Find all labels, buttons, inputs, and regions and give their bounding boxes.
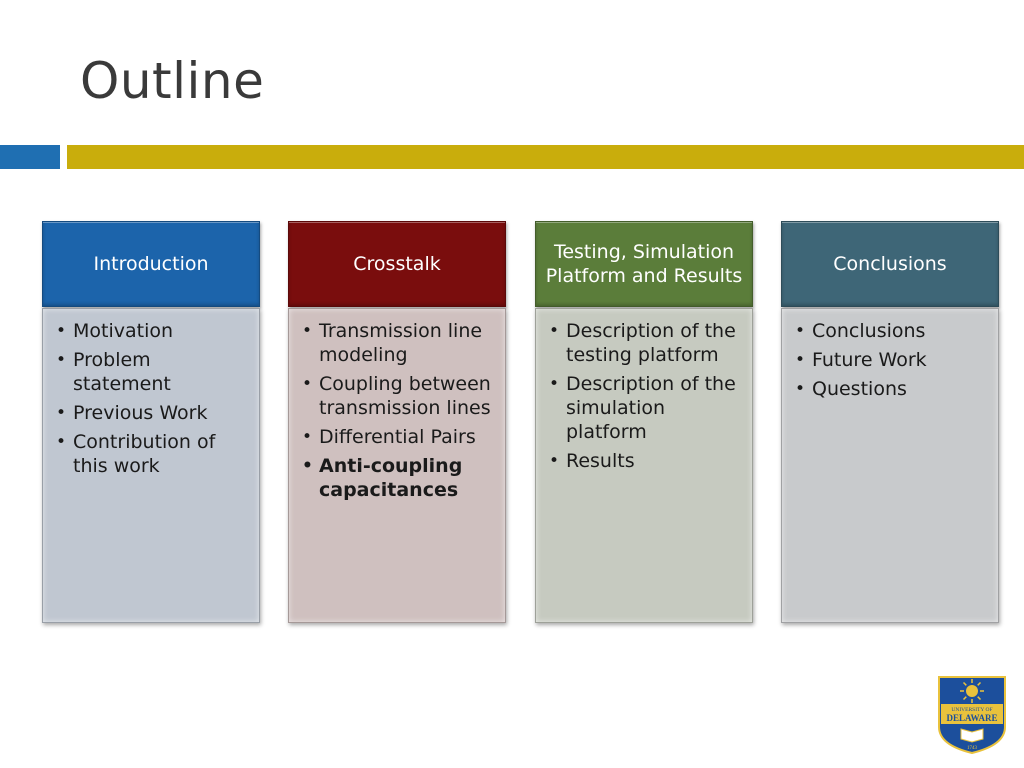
- column-heading-crosstalk: Crosstalk: [288, 221, 506, 307]
- list-item: Problem statement: [55, 348, 249, 396]
- list-item: Conclusions: [794, 319, 988, 343]
- accent-bar-blue: [0, 145, 60, 169]
- column-body-introduction: Motivation Problem statement Previous Wo…: [42, 308, 260, 623]
- column-introduction: Introduction Motivation Problem statemen…: [42, 221, 260, 623]
- list-item: Questions: [794, 377, 988, 401]
- column-crosstalk: Crosstalk Transmission line modeling Cou…: [288, 221, 506, 623]
- list-item: Differential Pairs: [301, 425, 495, 449]
- column-body-conclusions: Conclusions Future Work Questions: [781, 308, 999, 623]
- list-item: Transmission line modeling: [301, 319, 495, 367]
- list-item-highlighted: Anti-coupling capacitances: [301, 454, 495, 502]
- list-item: Coupling between transmission lines: [301, 372, 495, 420]
- column-heading-testing-simulation: Testing, Simulation Platform and Results: [535, 221, 753, 307]
- logo-text-university: UNIVERSITY OF: [951, 707, 992, 713]
- column-heading-conclusions: Conclusions: [781, 221, 999, 307]
- column-conclusions: Conclusions Conclusions Future Work Ques…: [781, 221, 999, 623]
- university-of-delaware-seal-icon: UNIVERSITY OF DELAWARE 1743: [938, 676, 1006, 755]
- logo-text-delaware: DELAWARE: [946, 713, 997, 723]
- list-item: Motivation: [55, 319, 249, 343]
- column-testing-simulation: Testing, Simulation Platform and Results…: [535, 221, 753, 623]
- accent-bar-gold: [67, 145, 1024, 169]
- logo-year: 1743: [967, 746, 978, 751]
- slide-title: Outline: [80, 52, 265, 110]
- list-item: Contribution of this work: [55, 430, 249, 478]
- list-item: Description of the testing platform: [548, 319, 742, 367]
- column-heading-introduction: Introduction: [42, 221, 260, 307]
- list-item: Future Work: [794, 348, 988, 372]
- list-item: Description of the simulation platform: [548, 372, 742, 444]
- column-body-testing-simulation: Description of the testing platform Desc…: [535, 308, 753, 623]
- list-item: Previous Work: [55, 401, 249, 425]
- column-body-crosstalk: Transmission line modeling Coupling betw…: [288, 308, 506, 623]
- list-item: Results: [548, 449, 742, 473]
